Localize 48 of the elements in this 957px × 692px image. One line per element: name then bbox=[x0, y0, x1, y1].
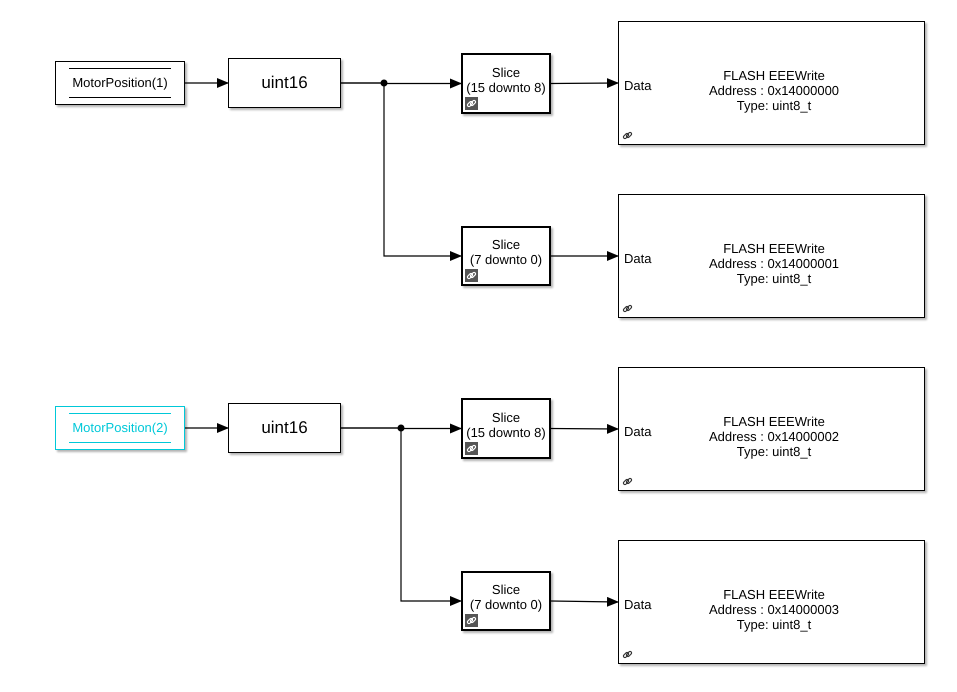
block-label: FLASH EEEWrite bbox=[723, 587, 825, 602]
block-label: MotorPosition(2) bbox=[72, 419, 168, 438]
slice-block bbox=[461, 53, 551, 114]
block-label: Address : 0x14000000 bbox=[708, 83, 840, 98]
block-label: Slice bbox=[492, 237, 520, 252]
block-label: (15 downto 8) bbox=[466, 424, 546, 440]
slice-block bbox=[461, 398, 551, 459]
signal-line bbox=[551, 424, 619, 434]
signal-line bbox=[341, 427, 462, 606]
block-label: uint16 bbox=[261, 72, 308, 94]
signal-line bbox=[551, 78, 619, 88]
block-label: FLASH EEEWrite bbox=[723, 241, 825, 256]
conversion-block bbox=[228, 58, 341, 108]
block-label: Type: uint8_t bbox=[736, 271, 812, 286]
from-block bbox=[55, 61, 185, 105]
block-label: FLASH EEEWrite bbox=[723, 68, 825, 83]
port-label: Data bbox=[624, 596, 652, 614]
block-label: Type: uint8_t bbox=[736, 617, 812, 632]
flash-write-block bbox=[618, 367, 925, 491]
flash-write-block bbox=[618, 540, 925, 664]
block-label: FLASH EEEWrite bbox=[723, 414, 825, 429]
port-label: Data bbox=[624, 77, 652, 95]
block-label: Slice bbox=[492, 64, 520, 80]
block-label: uint16 bbox=[261, 417, 308, 440]
block-label: Slice bbox=[492, 410, 520, 424]
block-label: Address : 0x14000002 bbox=[708, 429, 840, 444]
block-label: Type: uint8_t bbox=[736, 444, 812, 459]
slice-block bbox=[461, 571, 551, 631]
flash-write-block bbox=[618, 194, 925, 318]
slice-block bbox=[461, 226, 551, 286]
block-label: (15 downto 8) bbox=[466, 80, 546, 94]
flash-write-block bbox=[618, 21, 925, 145]
block-label: (7 downto 0) bbox=[470, 252, 542, 267]
port-label: Data bbox=[624, 250, 652, 268]
signal-line bbox=[551, 251, 619, 261]
block-label: MotorPosition(1) bbox=[72, 74, 168, 92]
block-label: Type: uint8_t bbox=[736, 98, 812, 113]
block-label: Slice bbox=[492, 582, 520, 597]
signal-line bbox=[185, 423, 229, 433]
signal-line bbox=[341, 82, 462, 261]
block-label: (7 downto 0) bbox=[470, 597, 542, 612]
block-label: Address : 0x14000001 bbox=[708, 256, 840, 271]
signal-line bbox=[551, 596, 619, 607]
port-label: Data bbox=[624, 423, 652, 441]
from-block bbox=[55, 406, 185, 450]
signal-line bbox=[185, 78, 229, 88]
block-label: Address : 0x14000003 bbox=[708, 602, 840, 617]
conversion-block bbox=[228, 403, 341, 453]
